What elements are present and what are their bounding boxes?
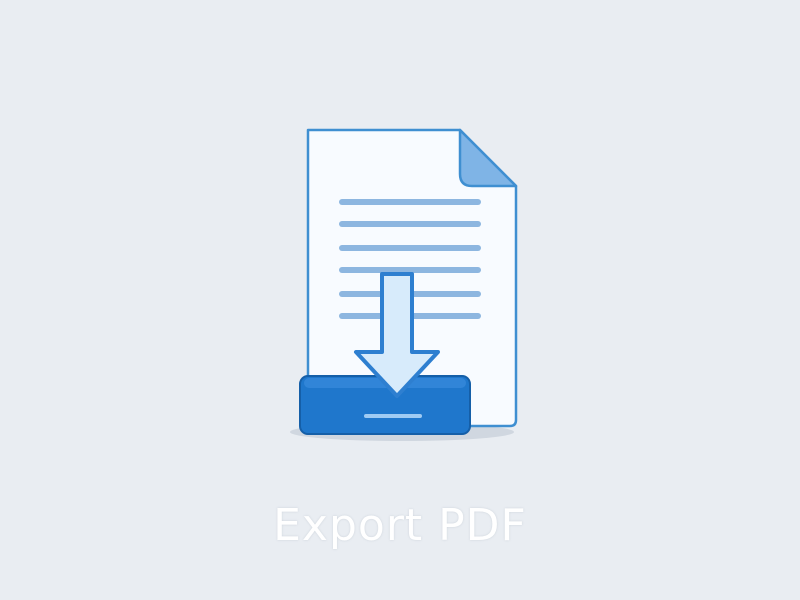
- export-pdf-button[interactable]: [280, 120, 530, 450]
- export-pdf-label: Export PDF: [273, 500, 527, 551]
- pdf-export-icon: [290, 128, 518, 441]
